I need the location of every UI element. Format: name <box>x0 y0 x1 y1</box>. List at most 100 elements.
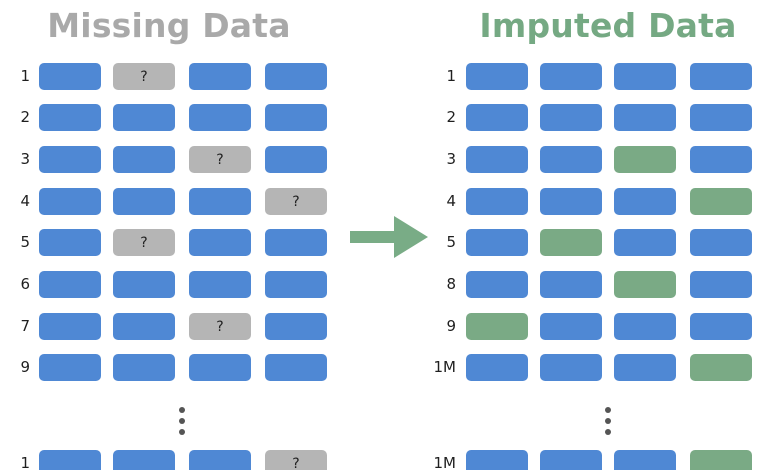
imputed-cell <box>540 229 602 256</box>
present-cell <box>614 450 676 470</box>
present-cell <box>189 271 251 298</box>
present-cell <box>39 146 101 173</box>
missing-marker: ? <box>216 151 224 168</box>
row-label: 2 <box>446 108 456 126</box>
present-cell <box>690 104 752 131</box>
row-label: 5 <box>20 233 30 251</box>
row-label: 6 <box>20 275 30 293</box>
row-label: 3 <box>446 150 456 168</box>
present-cell <box>113 104 175 131</box>
present-cell <box>189 188 251 215</box>
present-cell <box>265 354 327 381</box>
present-cell <box>614 188 676 215</box>
present-cell <box>614 104 676 131</box>
missing-cell: ? <box>113 63 175 90</box>
imputed-cell <box>690 188 752 215</box>
present-cell <box>39 271 101 298</box>
row-label: 1 <box>20 454 30 470</box>
missing-cell: ? <box>189 146 251 173</box>
present-cell <box>39 450 101 470</box>
present-cell <box>189 229 251 256</box>
present-cell <box>540 313 602 340</box>
present-cell <box>540 354 602 381</box>
present-cell <box>540 188 602 215</box>
row-label: 5 <box>446 233 456 251</box>
row-label: 1M <box>433 358 457 376</box>
present-cell <box>189 450 251 470</box>
present-cell <box>189 104 251 131</box>
arrow-right-icon <box>350 216 428 258</box>
imputed-cell <box>690 354 752 381</box>
present-cell <box>113 188 175 215</box>
imputed-data-title: Imputed Data <box>479 6 737 45</box>
present-cell <box>265 104 327 131</box>
present-cell <box>614 63 676 90</box>
imputed-ellipsis-icon <box>605 407 611 440</box>
row-label: 1 <box>20 67 30 85</box>
row-label: 1M <box>433 454 457 470</box>
present-cell <box>540 271 602 298</box>
imputed-cell <box>690 450 752 470</box>
present-cell <box>690 146 752 173</box>
missing-marker: ? <box>292 193 300 210</box>
missing-cell: ? <box>113 229 175 256</box>
present-cell <box>540 146 602 173</box>
present-cell <box>690 271 752 298</box>
present-cell <box>540 63 602 90</box>
row-label: 9 <box>20 358 30 376</box>
present-cell <box>466 271 528 298</box>
present-cell <box>690 229 752 256</box>
row-label: 2 <box>20 108 30 126</box>
row-label: 7 <box>20 317 30 335</box>
present-cell <box>466 146 528 173</box>
present-cell <box>39 229 101 256</box>
present-cell <box>39 104 101 131</box>
present-cell <box>39 354 101 381</box>
present-cell <box>466 450 528 470</box>
row-label: 3 <box>20 150 30 168</box>
present-cell <box>466 63 528 90</box>
present-cell <box>189 354 251 381</box>
present-cell <box>265 229 327 256</box>
missing-ellipsis-icon <box>179 407 185 440</box>
imputed-cell <box>614 271 676 298</box>
present-cell <box>113 271 175 298</box>
missing-data-title: Missing Data <box>47 6 291 45</box>
present-cell <box>113 450 175 470</box>
present-cell <box>690 63 752 90</box>
present-cell <box>113 313 175 340</box>
row-label: 4 <box>446 192 456 210</box>
present-cell <box>39 313 101 340</box>
present-cell <box>265 146 327 173</box>
missing-marker: ? <box>140 68 148 85</box>
present-cell <box>466 104 528 131</box>
present-cell <box>690 313 752 340</box>
present-cell <box>614 229 676 256</box>
present-cell <box>189 63 251 90</box>
row-label: 9 <box>446 317 456 335</box>
present-cell <box>540 450 602 470</box>
missing-marker: ? <box>140 234 148 251</box>
present-cell <box>113 146 175 173</box>
present-cell <box>39 63 101 90</box>
missing-cell: ? <box>189 313 251 340</box>
missing-marker: ? <box>292 455 300 470</box>
imputed-cell <box>614 146 676 173</box>
missing-marker: ? <box>216 318 224 335</box>
present-cell <box>540 104 602 131</box>
present-cell <box>265 271 327 298</box>
row-label: 4 <box>20 192 30 210</box>
missing-cell: ? <box>265 188 327 215</box>
present-cell <box>113 354 175 381</box>
present-cell <box>466 354 528 381</box>
present-cell <box>614 313 676 340</box>
missing-cell: ? <box>265 450 327 470</box>
row-label: 8 <box>446 275 456 293</box>
present-cell <box>466 229 528 256</box>
present-cell <box>265 313 327 340</box>
imputed-cell <box>466 313 528 340</box>
present-cell <box>265 63 327 90</box>
row-label: 1 <box>446 67 456 85</box>
present-cell <box>39 188 101 215</box>
